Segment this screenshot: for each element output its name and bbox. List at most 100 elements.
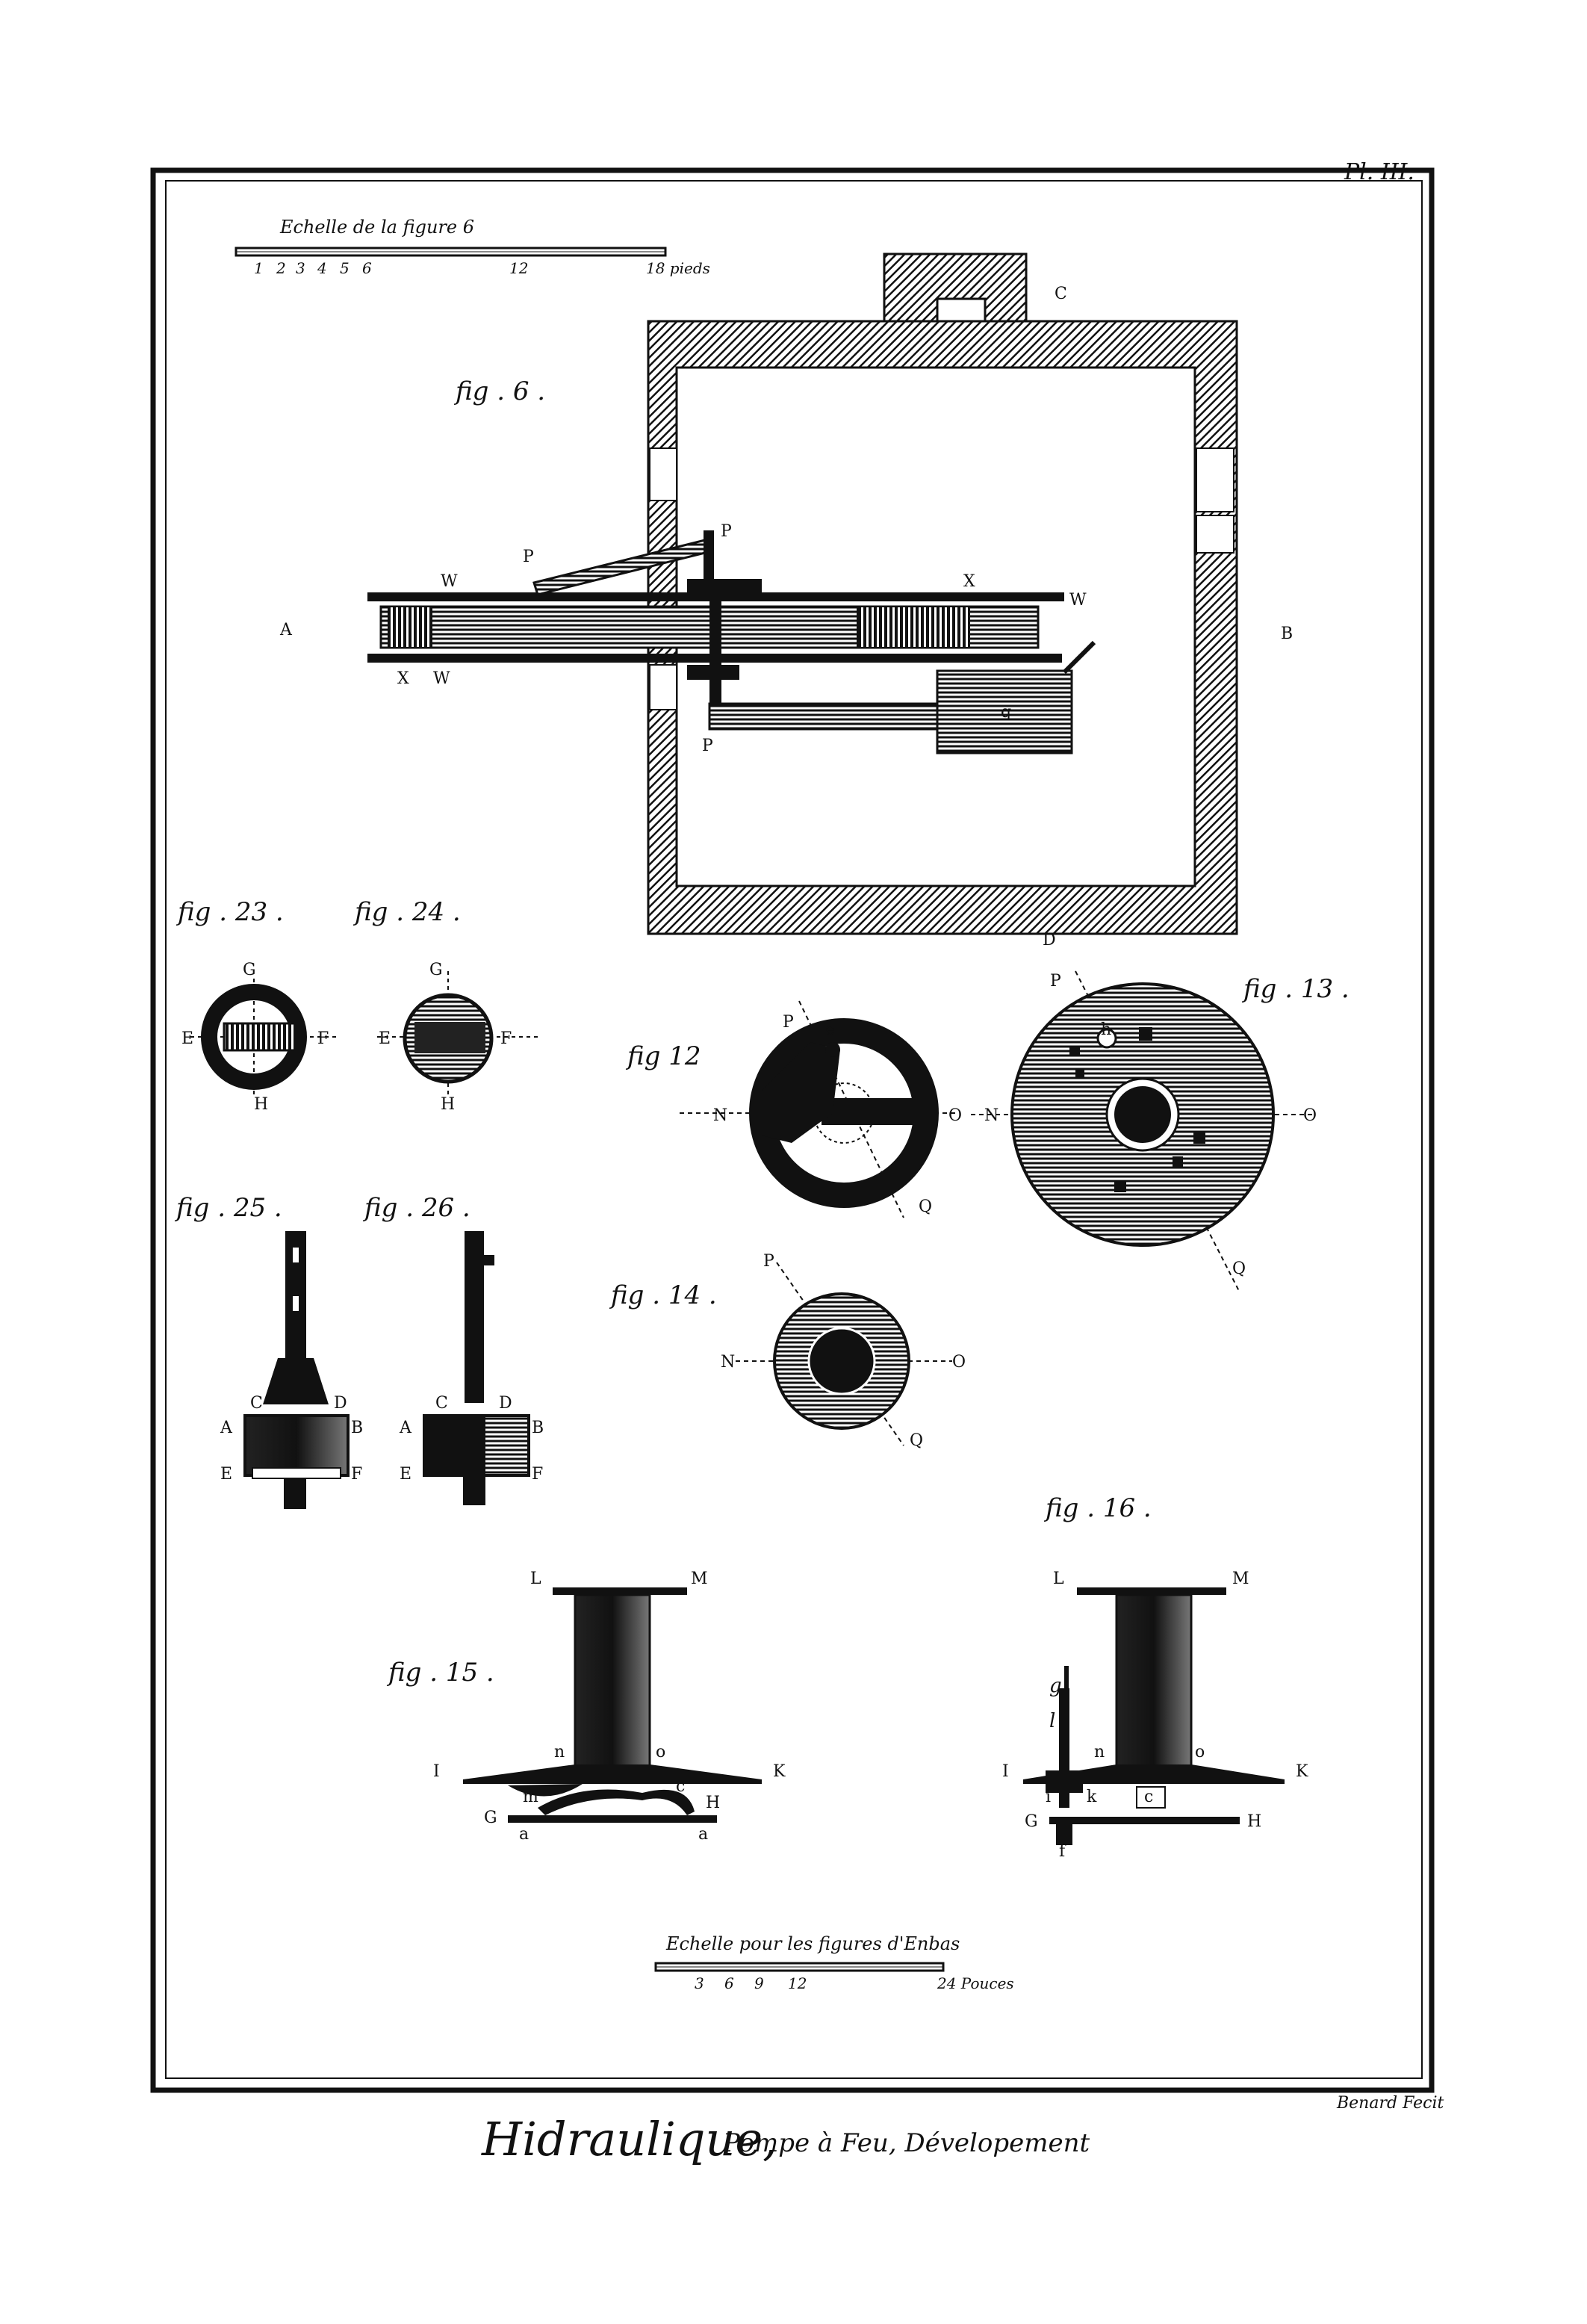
label-O: O <box>1303 1106 1317 1125</box>
label-C: C <box>1055 285 1067 303</box>
label-A: A <box>399 1419 412 1437</box>
label-D: D <box>334 1394 347 1413</box>
figure-6: fig . 6 . C A B D W W W X X <box>279 252 1293 949</box>
label-H: H <box>1247 1812 1261 1831</box>
label-W: W <box>1069 591 1087 610</box>
scale-top-tick: 5 <box>340 259 350 277</box>
label-L: L <box>1053 1570 1064 1588</box>
label-i: i <box>1046 1788 1051 1806</box>
label-N: N <box>721 1353 735 1372</box>
label-o: o <box>656 1743 665 1761</box>
fig24-label: fig . 24 . <box>353 897 461 927</box>
scale-bottom-tick: 6 <box>724 1974 734 1992</box>
label-F: F <box>351 1465 362 1484</box>
label-D: D <box>1043 931 1056 949</box>
label-Q: Q <box>1232 1259 1246 1278</box>
label-c: c <box>1144 1788 1153 1806</box>
figure-25: fig . 25 . C D A B E F <box>174 1193 363 1509</box>
label-a: a <box>519 1825 529 1844</box>
label-P: P <box>763 1252 774 1271</box>
label-I: I <box>433 1762 440 1781</box>
fig14-label: fig . 14 . <box>609 1280 717 1310</box>
label-B: B <box>532 1419 544 1437</box>
label-F: F <box>532 1465 543 1484</box>
engraver-signature: Benard Fecit <box>1336 2094 1444 2113</box>
figure-26: fig . 26 . C D A B E F <box>362 1193 544 1505</box>
scale-bottom: Echelle pour les figures d'Enbas 3 6 9 1… <box>654 1933 1014 1992</box>
label-P: P <box>721 522 732 541</box>
label-B: B <box>351 1419 363 1437</box>
label-f: f <box>1059 1842 1066 1861</box>
fig12-label: fig 12 <box>625 1041 701 1071</box>
scale-top-tick: 2 <box>276 259 286 277</box>
label-P: P <box>523 548 534 566</box>
fig25-label: fig . 25 . <box>174 1193 282 1223</box>
figure-16: fig . 16 . L M I K n o g l i k c G H f <box>1002 1493 1308 1861</box>
label-Q: Q <box>910 1431 923 1450</box>
label-E: E <box>220 1465 232 1484</box>
label-K: K <box>1296 1762 1308 1781</box>
label-l: l <box>1049 1710 1055 1732</box>
label-c: c <box>676 1777 685 1796</box>
figure-15: fig . 15 . L M I K n o m c G H a a <box>386 1570 786 1844</box>
figure-13: fig . 13 . P h N O Q <box>971 970 1350 1293</box>
label-C: C <box>435 1394 448 1413</box>
scale-top-tick: 18 pieds <box>646 259 710 277</box>
label-O: O <box>948 1106 962 1125</box>
label-Q: Q <box>919 1197 932 1216</box>
label-F: F <box>317 1029 329 1048</box>
scale-bottom-tick: 24 Pouces <box>937 1974 1014 1992</box>
scale-bottom-title: Echelle pour les figures d'Enbas <box>665 1933 960 1954</box>
scale-bottom-tick: 9 <box>754 1974 764 1992</box>
label-A: A <box>279 621 293 639</box>
figure-12: fig 12 P e N O Q <box>625 1000 962 1218</box>
label-e: e <box>825 1020 835 1039</box>
label-D: D <box>499 1394 512 1413</box>
scale-top-tick: 4 <box>317 259 327 277</box>
figure-14: fig . 14 . P N O Q <box>609 1252 966 1450</box>
label-B: B <box>1281 625 1293 643</box>
fig15-label: fig . 15 . <box>386 1658 494 1688</box>
label-n: n <box>1094 1743 1105 1761</box>
label-q: q <box>1001 703 1011 722</box>
label-X: X <box>397 669 409 688</box>
label-k: k <box>1087 1788 1097 1806</box>
label-A: A <box>220 1419 233 1437</box>
fig26-label: fig . 26 . <box>362 1193 470 1223</box>
scale-top-tick: 12 <box>509 259 528 277</box>
scale-top-tick: 1 <box>254 259 264 277</box>
label-G: G <box>1025 1812 1038 1831</box>
label-X: X <box>963 572 975 591</box>
label-h: h <box>1101 1020 1111 1039</box>
scale-top-tick: 3 <box>296 259 305 277</box>
label-E: E <box>400 1465 411 1484</box>
scale-top-tick: 6 <box>362 259 372 277</box>
label-g: g <box>1049 1675 1062 1697</box>
label-n: n <box>554 1743 565 1761</box>
fig13-label: fig . 13 . <box>1241 974 1350 1004</box>
label-o: o <box>1195 1743 1205 1761</box>
fig16-label: fig . 16 . <box>1043 1493 1152 1523</box>
fig23-label: fig . 23 . <box>176 897 284 927</box>
label-C: C <box>250 1394 263 1413</box>
scale-top: Echelle de la figure 6 1 2 3 4 5 6 12 18… <box>235 217 710 277</box>
figure-24: fig . 24 . G E F H <box>353 897 538 1114</box>
scale-bottom-tick: 3 <box>695 1974 704 1992</box>
label-E: E <box>181 1029 193 1048</box>
scale-bottom-tick: 12 <box>788 1974 807 1992</box>
label-G: G <box>484 1809 497 1827</box>
label-I: I <box>1002 1762 1009 1781</box>
caption-main: Hidraulique, <box>481 2112 777 2166</box>
label-H: H <box>706 1794 720 1812</box>
scale-top-title: Echelle de la figure 6 <box>279 217 474 238</box>
label-P: P <box>1050 972 1061 991</box>
label-P: P <box>702 737 713 755</box>
label-m: m <box>523 1788 538 1806</box>
label-O: O <box>952 1353 966 1372</box>
fig6-label: fig . 6 . <box>453 377 545 406</box>
figure-23: fig . 23 . G E F H <box>176 897 340 1114</box>
label-H: H <box>254 1095 268 1114</box>
label-W: W <box>433 669 450 688</box>
label-L: L <box>530 1570 541 1588</box>
